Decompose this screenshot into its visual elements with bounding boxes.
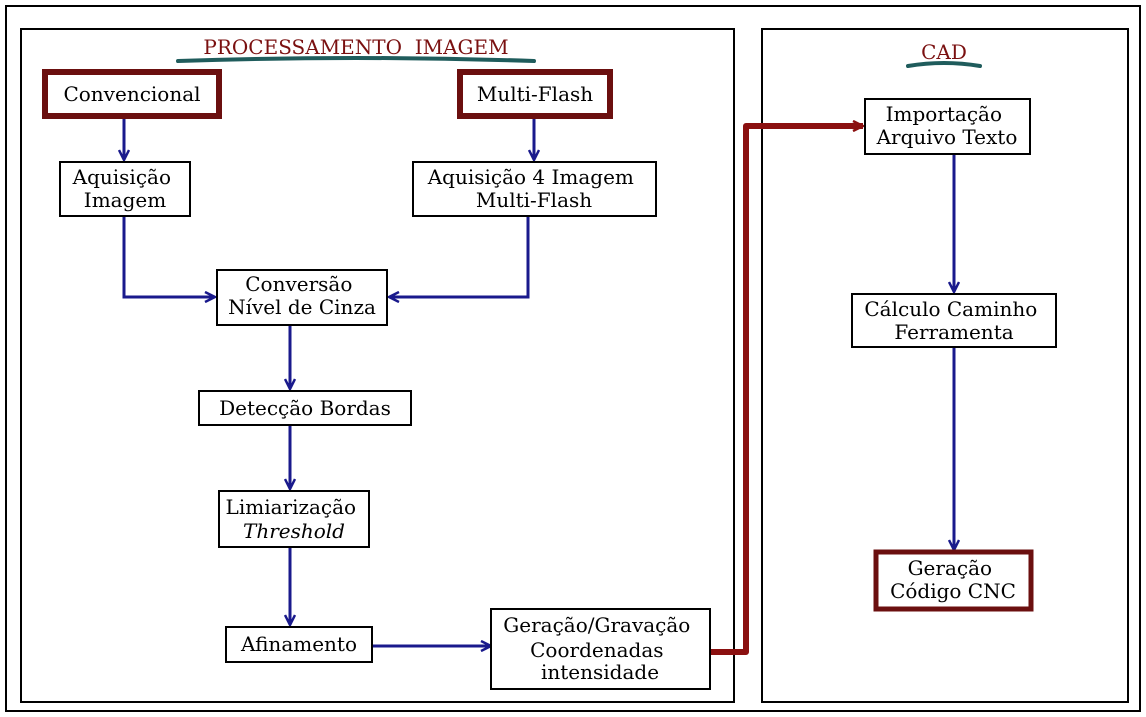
node-aquisicao-4-line1: Aquisição 4 Imagem — [427, 165, 634, 189]
node-limiarizacao-line2: Threshold — [243, 519, 345, 543]
node-calculo-line1: Cálculo Caminho — [864, 297, 1037, 321]
svg-text:Multi-Flash: Multi-Flash — [477, 82, 593, 106]
cad-title-underline — [906, 61, 982, 68]
node-geracao-cnc-line1: Geração — [908, 556, 992, 580]
node-geracao-cnc: Geração Código CNC — [873, 549, 1034, 612]
node-geracao-gravacao-line3: intensidade — [541, 660, 659, 684]
svg-text:Geração Código CNC: Geração Código CNC — [890, 556, 1016, 603]
svg-text:Aquisição 4 Imagem Multi: Aquisição 4 Imagem Multi-Flash — [427, 165, 641, 212]
node-deteccao: Detecção Bordas — [198, 390, 412, 426]
arrow-aquisicao-to-conversao — [122, 216, 215, 297]
svg-text:Convencional: Convencional — [63, 82, 200, 106]
node-aquisicao-imagem-line1: Aquisição — [72, 165, 171, 189]
node-geracao-gravacao-line1: Geração/Gravação — [503, 613, 690, 637]
node-geracao-gravacao-line2: Coordenadas — [530, 638, 663, 662]
svg-text:Importação Arquivo Texto: Importação Arquivo Texto — [876, 102, 1018, 149]
node-afinamento: Afinamento — [225, 626, 373, 663]
processing-title-underline — [176, 56, 536, 63]
node-aquisicao-imagem-line2: Imagem — [84, 188, 166, 212]
node-calculo: Cálculo Caminho Ferramenta — [851, 293, 1057, 348]
processing-panel-title: PROCESSAMENTO IMAGEM — [203, 35, 508, 59]
svg-text:Afinamento: Afinamento — [240, 632, 357, 656]
svg-text:Conversão Nível de Cinza: Conversão Nível de Cinza — [228, 272, 376, 319]
node-aquisicao-4-line2: Multi-Flash — [476, 188, 592, 212]
node-conversao-line2: Nível de Cinza — [228, 295, 376, 319]
node-multiflash-label: Multi-Flash — [477, 82, 593, 106]
svg-text:Cálculo Caminho Ferramen: Cálculo Caminho Ferramenta — [864, 297, 1043, 344]
cad-panel-title: CAD — [921, 40, 967, 64]
node-aquisicao-imagem: Aquisição Imagem — [59, 161, 191, 217]
node-convencional: Convencional — [42, 69, 222, 119]
node-conversao-line1: Conversão — [245, 272, 352, 296]
svg-text:Aquisição Imagem: Aquisição Imagem — [72, 165, 178, 212]
svg-text:Geração/Gravação Coorden: Geração/Gravação Coordenadas intensidade — [503, 613, 696, 684]
link-geracao-to-importacao — [710, 126, 863, 655]
node-limiarizacao: Limiarização Threshold — [218, 490, 370, 548]
node-geracao-cnc-line2: Código CNC — [890, 579, 1016, 603]
node-calculo-line2: Ferramenta — [894, 320, 1013, 344]
arrow-aquisicao4-to-conversao — [389, 216, 530, 297]
node-importacao-line1: Importação — [886, 102, 1002, 126]
node-conversao: Conversão Nível de Cinza — [216, 269, 388, 326]
node-importacao-line2: Arquivo Texto — [876, 125, 1018, 149]
node-geracao-gravacao: Geração/Gravação Coordenadas intensidade — [490, 608, 711, 690]
connectors — [124, 117, 954, 646]
node-deteccao-label: Detecção Bordas — [219, 396, 391, 420]
node-limiarizacao-line1: Limiarização — [226, 495, 357, 519]
svg-text:Limiarização Threshold: Limiarização Threshold — [226, 495, 363, 543]
node-convencional-label: Convencional — [63, 82, 200, 106]
processing-panel — [20, 28, 735, 703]
cad-panel — [761, 28, 1129, 703]
svg-text:Detecção Bordas: Detecção Bordas — [219, 396, 391, 420]
node-afinamento-label: Afinamento — [240, 632, 357, 656]
node-importacao: Importação Arquivo Texto — [864, 98, 1031, 155]
node-aquisicao-4-imagem: Aquisição 4 Imagem Multi-Flash — [412, 161, 657, 217]
node-multiflash: Multi-Flash — [457, 69, 613, 119]
